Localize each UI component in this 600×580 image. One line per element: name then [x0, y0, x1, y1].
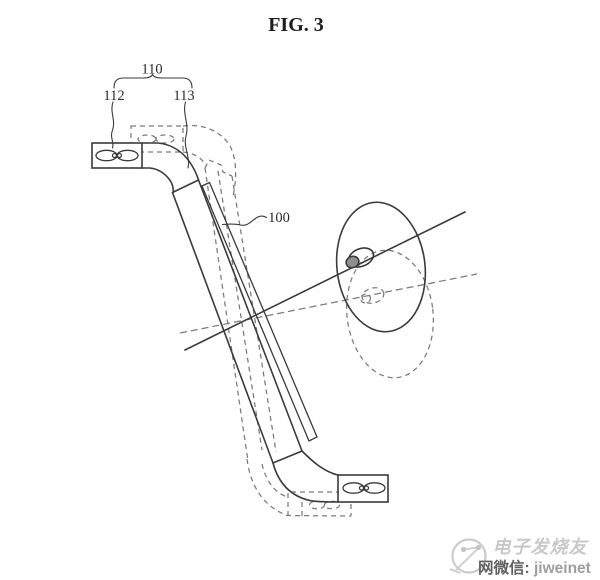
svg-text:网微信: jiweinet: 网微信: jiweinet: [478, 558, 591, 577]
phantom-bottom-elbow-inner: [261, 463, 288, 498]
fan-shape-bottom: [342, 482, 386, 494]
solid-geometry: [91, 142, 466, 503]
watermark-wechat-prefix: 网微信:: [478, 558, 530, 577]
watermark-logo-icon: [449, 538, 487, 574]
label-110: 110: [141, 62, 162, 78]
watermark: 电子发烧友 网微信: jiweinet: [449, 537, 591, 577]
top-elbow-inner: [141, 167, 175, 192]
rotation-axis-line: [184, 211, 466, 351]
top-elbow-outer: [141, 142, 200, 181]
bottom-end-piece: [272, 450, 389, 503]
phantom-top-end-piece: [130, 124, 237, 197]
arm-side-strip: [201, 181, 318, 442]
label-100: 100: [268, 210, 290, 226]
bottom-elbow-outer: [301, 450, 339, 476]
label-113: 113: [173, 88, 194, 104]
hinge-knob-cap: [345, 255, 360, 269]
figure-title: FIG. 3: [268, 14, 324, 36]
brace-110: [113, 73, 193, 89]
watermark-wechat-id: jiweinet: [533, 560, 591, 577]
phantom-fan-shape-top: [137, 134, 157, 144]
leader-112: [110, 101, 115, 149]
phantom-bottom-elbow-outer: [246, 458, 352, 517]
phantom-rotation-assembly: [179, 249, 478, 379]
phantom-geometry: [130, 124, 478, 517]
label-112: 112: [103, 88, 124, 104]
phantom-hinge-knob: [361, 287, 385, 304]
rotation-assembly: [184, 201, 466, 351]
fan-shape-top: [95, 149, 139, 162]
phantom-axis-line: [179, 273, 478, 334]
rotation-ellipse: [335, 201, 427, 333]
phantom-rotation-ellipse: [345, 249, 435, 379]
phantom-top-elbow-outer: [182, 124, 237, 197]
phantom-bottom-end-piece: [246, 458, 352, 517]
reference-leaders: [110, 73, 268, 226]
top-end-piece: [91, 142, 200, 192]
phantom-top-elbow-inner: [182, 151, 207, 166]
leader-100: [221, 215, 268, 226]
bottom-elbow-inner: [272, 462, 339, 503]
reference-numerals: 110 112 113 100: [103, 62, 289, 227]
watermark-brand: 电子发烧友: [493, 537, 590, 557]
leader-113: [184, 101, 190, 169]
